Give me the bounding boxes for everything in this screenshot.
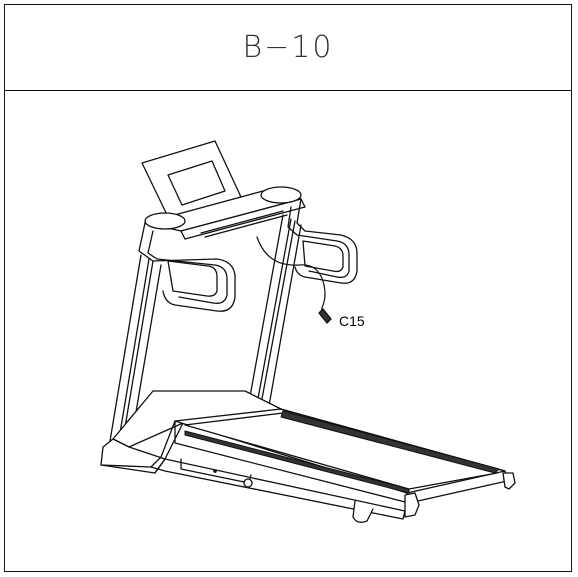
callout-c15: C15 [339, 313, 365, 329]
console-base [144, 186, 306, 240]
running-deck [174, 408, 508, 504]
console-cable [256, 236, 328, 318]
step-header: B−10 [5, 5, 571, 91]
belt-edges [184, 410, 500, 494]
step-title: B−10 [242, 30, 334, 65]
rear-end-cap [404, 472, 516, 518]
base-frame [180, 458, 374, 523]
cable-connector [318, 308, 332, 324]
right-upright [246, 214, 302, 418]
left-handrail [138, 222, 236, 312]
diagram-canvas: C15 [5, 91, 571, 571]
instruction-frame: B−10 [4, 4, 572, 572]
treadmill-illustration [100, 140, 516, 523]
right-handrail [287, 198, 358, 284]
